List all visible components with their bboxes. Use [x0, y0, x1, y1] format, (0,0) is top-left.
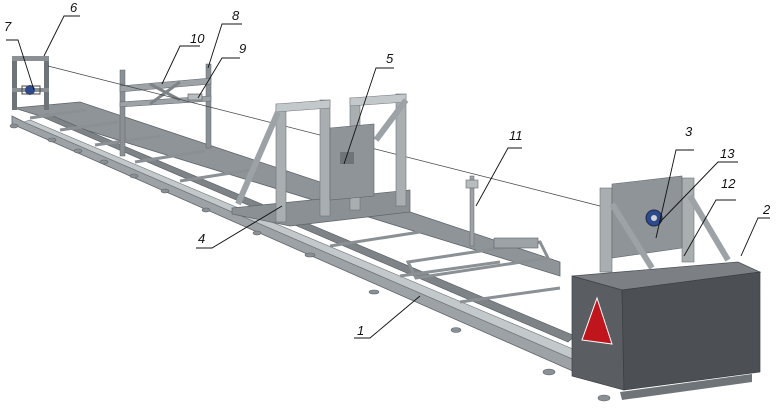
- callout-10: 10: [190, 31, 205, 46]
- guide-frame-unit-8: [119, 63, 212, 157]
- leader-lines: [6, 15, 770, 339]
- callout-8: 8: [232, 8, 240, 23]
- callout-6: 6: [70, 0, 78, 15]
- callout-11: 11: [509, 128, 523, 143]
- end-frame-unit-6: [12, 56, 49, 110]
- callout-13: 13: [720, 146, 735, 161]
- callout-5: 5: [386, 51, 394, 66]
- post-unit-11: [465, 175, 479, 247]
- callout-2: 2: [763, 202, 771, 217]
- callout-12: 12: [721, 176, 736, 191]
- callout-4: 4: [198, 231, 206, 246]
- carriage-unit-5: [231, 93, 411, 227]
- triangle-logo-icon: [581, 296, 613, 345]
- callout-7: 7: [4, 19, 12, 34]
- callout-9: 9: [239, 41, 247, 56]
- motor-icon: [25, 85, 35, 95]
- lower-carriage: [405, 237, 551, 280]
- callout-3: 3: [685, 124, 693, 139]
- main-rail-frame: [9, 101, 611, 402]
- callout-1: 1: [357, 323, 365, 338]
- head-unit-2: [571, 175, 762, 400]
